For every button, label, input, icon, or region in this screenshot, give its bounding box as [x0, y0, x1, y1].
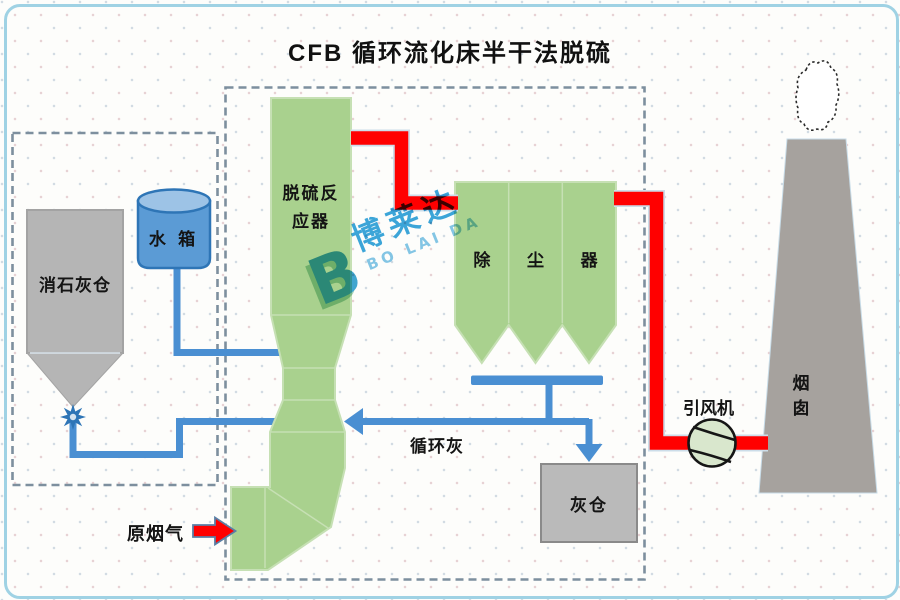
- raw-gas-label: 原烟气: [127, 524, 184, 544]
- water-tank-label: 水 箱: [148, 230, 200, 249]
- water-feed-pipe: [173, 262, 300, 356]
- recirc-arrow-into-reactor-icon: [344, 408, 363, 435]
- reactor-dashed-box: [224, 86, 646, 581]
- ash-silo: [540, 463, 638, 543]
- reactor-label: 脱硫反 应器: [282, 184, 340, 231]
- dust-collector-char-2: 尘: [526, 251, 544, 270]
- lime-silo-label: 消石灰仓: [39, 276, 111, 295]
- rotary-valve-icon: [60, 404, 86, 430]
- dust-collector-char-3: 器: [580, 251, 598, 270]
- dust-collector-label: 除 尘 器: [455, 246, 616, 271]
- reactor-to-dc-pipe: [351, 131, 458, 210]
- outer-rounded-frame: [4, 4, 899, 599]
- induced-draft-fan-icon: [687, 418, 737, 468]
- raw-gas-inlet-arrow-icon: [192, 515, 238, 547]
- diagram-title: CFB 循环流化床半干法脱硫: [288, 40, 612, 67]
- fan-label: 引风机: [683, 399, 734, 418]
- ash-arrow-into-silo-icon: [575, 444, 603, 462]
- chimney-label: 烟 囱: [792, 374, 810, 418]
- smoke-cloud-icon: [795, 60, 840, 131]
- ash-silo-label: 灰仓: [570, 496, 608, 515]
- desulfurization-reactor: [230, 97, 352, 571]
- chimney: [758, 138, 878, 494]
- lime-feed-pipe: [69, 418, 300, 458]
- lime-silo: [25, 209, 125, 408]
- water-tank: [136, 188, 212, 270]
- ash-collection-bar: [471, 375, 603, 385]
- dust-collector: [454, 181, 617, 365]
- dust-collector-char-1: 除: [473, 251, 491, 270]
- recirc-ash-pipe: [344, 408, 603, 462]
- reagent-dashed-box: [11, 131, 219, 487]
- recirc-ash-label: 循环灰: [410, 437, 464, 456]
